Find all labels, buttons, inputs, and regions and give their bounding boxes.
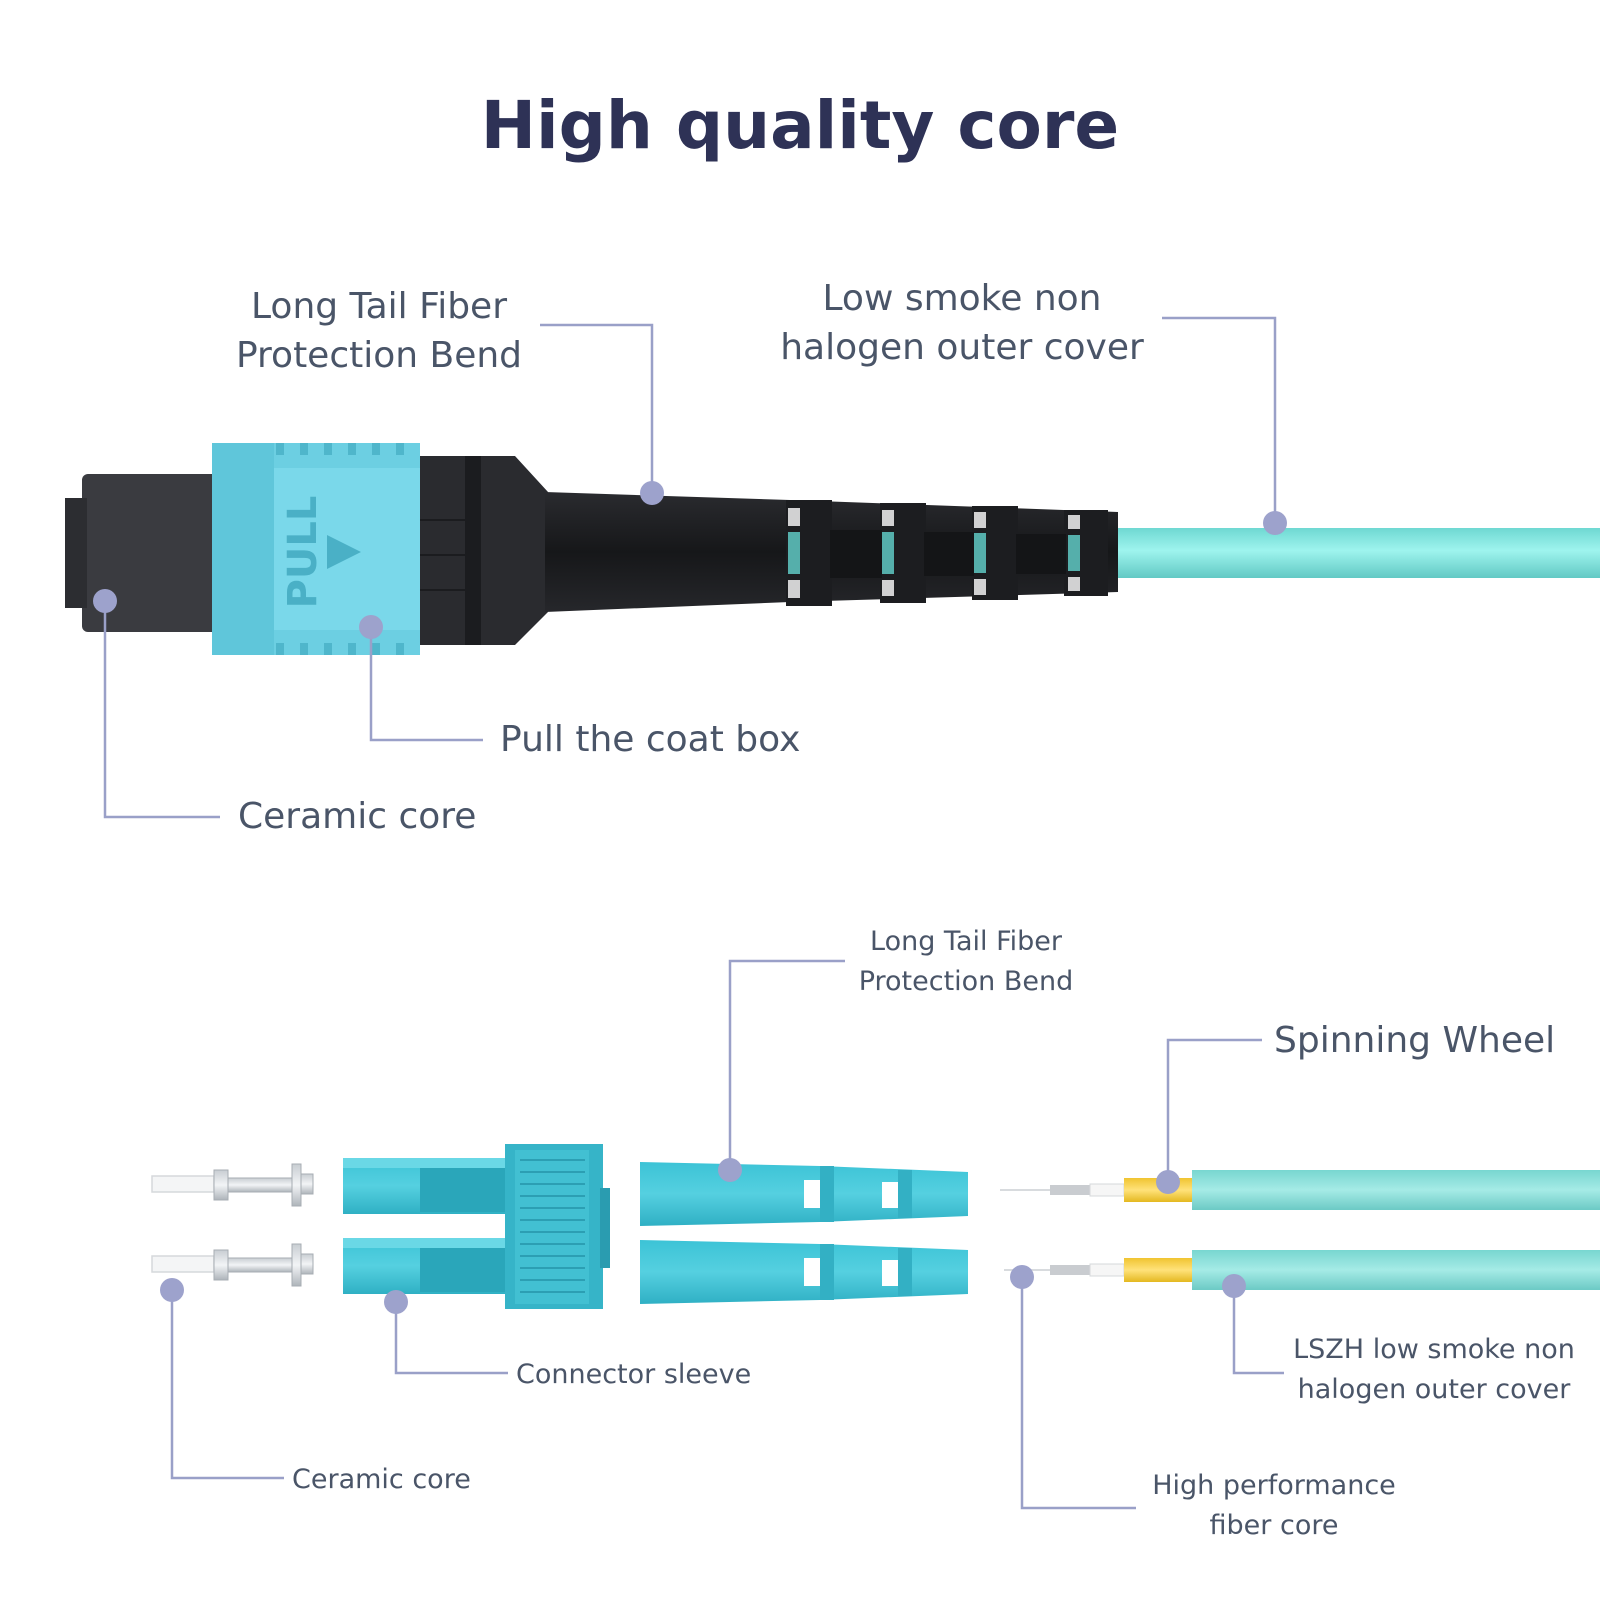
mpo-cable xyxy=(1080,528,1600,578)
mpo-low-smoke-dot xyxy=(1263,511,1287,535)
lc-spinning-wheel-label: Spinning Wheel xyxy=(1274,1020,1555,1061)
mpo-long-tail-label-line1: Long Tail Fiber xyxy=(251,286,507,327)
lc-lszh-label-line2: halogen outer cover xyxy=(1298,1374,1572,1405)
lc-lszh-leader xyxy=(1232,1286,1284,1375)
lc-boot-top xyxy=(640,1162,968,1226)
mpo-body xyxy=(415,456,548,645)
mpo-low-smoke-label-line2: halogen outer cover xyxy=(780,327,1144,368)
lc-cable-top xyxy=(1192,1170,1600,1210)
lc-spinning-wheel-bottom xyxy=(1124,1258,1194,1282)
lc-fiber-core-dot xyxy=(1010,1265,1034,1289)
page-title: High quality core xyxy=(481,87,1119,164)
lc-ceramic-leader xyxy=(170,1290,284,1480)
lc-cable-bottom xyxy=(1192,1250,1600,1290)
mpo-long-tail-label-line2: Protection Bend xyxy=(236,335,522,376)
lc-fiber-core-label-line2: fiber core xyxy=(1210,1510,1339,1541)
mpo-connector: PULL xyxy=(65,443,1600,655)
lc-ceramic-dot xyxy=(160,1278,184,1302)
mpo-pull-coat-leader xyxy=(369,627,483,742)
lc-connector-sleeve-label: Connector sleeve xyxy=(516,1359,751,1390)
mpo-low-smoke-label-line1: Low smoke non xyxy=(823,278,1102,319)
mpo-long-tail-leader xyxy=(540,323,654,493)
lc-spinning-wheel-dot xyxy=(1156,1170,1180,1194)
mpo-pull-coat-label: Pull the coat box xyxy=(500,719,800,760)
lc-ferrule-pin-bottom xyxy=(151,1243,314,1287)
lc-fiber-core-leader xyxy=(1020,1277,1136,1510)
mpo-pull-coat-dot xyxy=(359,615,383,639)
lc-long-tail-label-line1: Long Tail Fiber xyxy=(870,926,1063,957)
lc-connector-sleeve-dot xyxy=(384,1290,408,1314)
mpo-ceramic-label: Ceramic core xyxy=(238,796,476,837)
mpo-boot-ribs xyxy=(786,500,1108,606)
lc-spinning-wheel-leader xyxy=(1166,1038,1262,1182)
lc-ferrule-pin-top xyxy=(151,1163,314,1207)
pull-arrow-icon xyxy=(327,535,361,569)
lc-ceramic-label: Ceramic core xyxy=(292,1464,471,1495)
lc-long-tail-dot xyxy=(718,1158,742,1182)
lc-bare-fibers xyxy=(1000,1183,1125,1277)
lc-fiber-core-label-line1: High performance xyxy=(1152,1470,1396,1501)
mpo-long-tail-dot xyxy=(640,481,664,505)
lc-connector-exploded xyxy=(151,1144,1600,1309)
pull-text: PULL xyxy=(280,496,326,609)
lc-lszh-dot xyxy=(1222,1274,1246,1298)
lc-connector-sleeve-leader xyxy=(394,1302,508,1375)
mpo-ceramic-leader xyxy=(103,601,220,819)
lc-connector-sleeve xyxy=(343,1144,610,1309)
mpo-ceramic-dot xyxy=(93,589,117,613)
lc-long-tail-leader xyxy=(728,959,845,1170)
lc-boot-bottom xyxy=(640,1240,968,1304)
mpo-low-smoke-leader xyxy=(1162,316,1277,523)
lc-long-tail-label-line2: Protection Bend xyxy=(859,966,1074,997)
lc-lszh-label-line1: LSZH low smoke non xyxy=(1293,1334,1575,1365)
mpo-ferrule-housing xyxy=(82,474,232,632)
